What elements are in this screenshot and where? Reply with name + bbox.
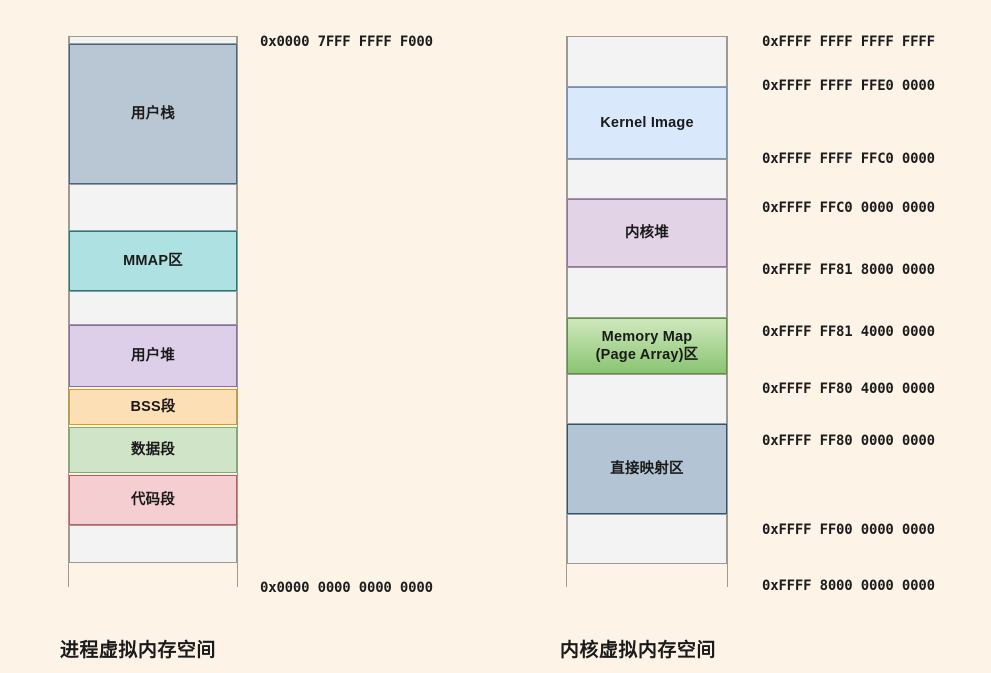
address-label-kernel-6: 0xFFFF FF80 4000 0000 xyxy=(762,381,935,397)
memory-block-label: Memory Map (Page Array)区 xyxy=(595,328,699,363)
memory-block-user-stack[interactable]: 用户栈 xyxy=(69,44,237,184)
address-label-process-top: 0x0000 7FFF FFFF F000 xyxy=(260,34,433,50)
memory-block-label: 代码段 xyxy=(130,491,176,508)
memory-block-gap-bottom xyxy=(567,514,727,564)
memory-block-label: 用户堆 xyxy=(130,347,176,364)
memory-block-label: 用户栈 xyxy=(130,105,176,122)
memory-block-gap-top xyxy=(69,36,237,44)
address-label-kernel-1: 0xFFFF FFFF FFE0 0000 xyxy=(762,78,935,94)
memory-block-kernel-image[interactable]: Kernel Image xyxy=(567,87,727,159)
memory-block-user-heap[interactable]: 用户堆 xyxy=(69,325,237,387)
address-label-kernel-7: 0xFFFF FF80 0000 0000 xyxy=(762,433,935,449)
memory-block-gap-1 xyxy=(69,184,237,231)
memory-block-text[interactable]: 代码段 xyxy=(69,475,237,525)
memory-block-memory-map[interactable]: Memory Map (Page Array)区 xyxy=(567,318,727,374)
address-label-process-bottom: 0x0000 0000 0000 0000 xyxy=(260,580,433,596)
memory-block-label: 数据段 xyxy=(130,441,176,458)
memory-block-mmap[interactable]: MMAP区 xyxy=(69,231,237,291)
address-label-kernel-0: 0xFFFF FFFF FFFF FFFF xyxy=(762,34,935,50)
memory-block-label: BSS段 xyxy=(130,398,176,415)
memory-block-gap-top xyxy=(567,36,727,87)
address-label-kernel-5: 0xFFFF FF81 4000 0000 xyxy=(762,324,935,340)
address-label-kernel-8: 0xFFFF FF00 0000 0000 xyxy=(762,522,935,538)
kernel-memory-column: Kernel Image 内核堆 Memory Map (Page Array)… xyxy=(566,36,728,587)
memory-block-gap-bottom xyxy=(69,525,237,563)
kernel-memory-stack: Kernel Image 内核堆 Memory Map (Page Array)… xyxy=(566,36,728,587)
memory-block-data[interactable]: 数据段 xyxy=(69,427,237,473)
memory-block-direct-map[interactable]: 直接映射区 xyxy=(567,424,727,514)
memory-block-label: Kernel Image xyxy=(600,114,694,131)
memory-block-kernel-heap[interactable]: 内核堆 xyxy=(567,199,727,267)
address-label-kernel-9: 0xFFFF 8000 0000 0000 xyxy=(762,578,935,594)
memory-block-gap-3 xyxy=(567,374,727,424)
caption-process-virtual-memory: 进程虚拟内存空间 xyxy=(60,640,217,661)
caption-kernel-virtual-memory: 内核虚拟内存空间 xyxy=(560,640,717,661)
memory-block-label: MMAP区 xyxy=(123,252,183,269)
address-label-kernel-4: 0xFFFF FF81 8000 0000 xyxy=(762,262,935,278)
memory-block-bss[interactable]: BSS段 xyxy=(69,389,237,425)
process-memory-stack: 用户栈 MMAP区 用户堆 BSS段 数据段 代码段 xyxy=(68,36,238,587)
process-memory-column: 用户栈 MMAP区 用户堆 BSS段 数据段 代码段 xyxy=(68,36,238,587)
memory-block-gap-2 xyxy=(69,291,237,325)
memory-block-gap-1 xyxy=(567,159,727,199)
memory-block-label: 直接映射区 xyxy=(610,460,684,477)
address-label-kernel-3: 0xFFFF FFC0 0000 0000 xyxy=(762,200,935,216)
memory-block-gap-2 xyxy=(567,267,727,318)
memory-block-label: 内核堆 xyxy=(624,224,670,241)
address-label-kernel-2: 0xFFFF FFFF FFC0 0000 xyxy=(762,151,935,167)
